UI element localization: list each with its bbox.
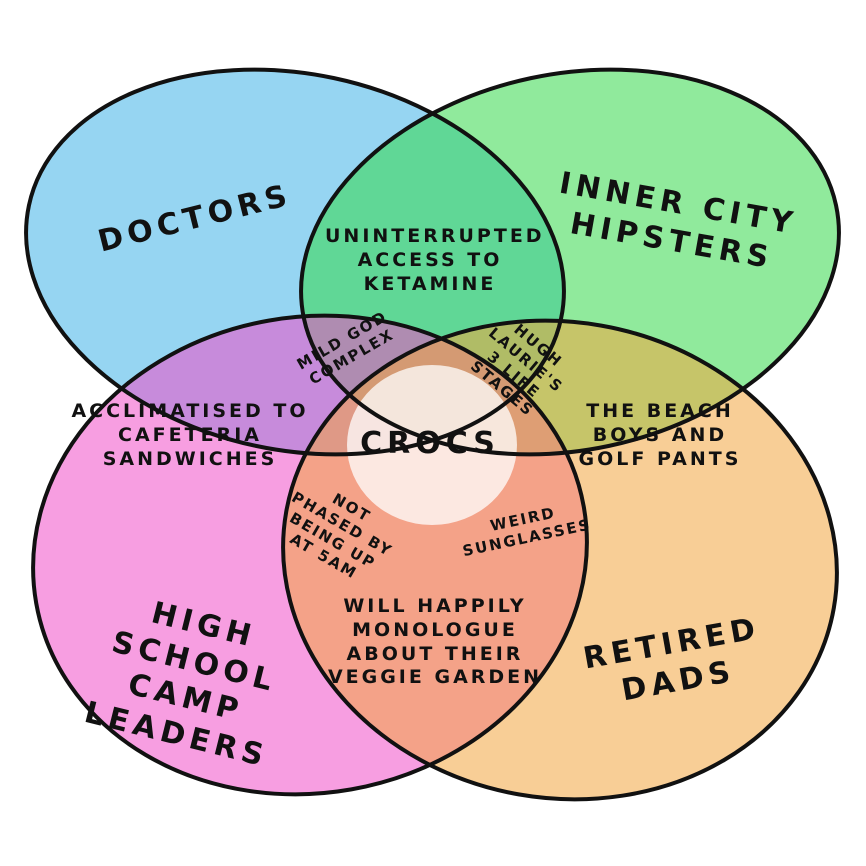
label-veggie-garden: Will happily monologue about their veggi… — [327, 595, 543, 689]
label-ketamine: Uninterrupted access to ketamine — [325, 225, 545, 295]
set-retired-dads-outline — [281, 318, 839, 802]
label-cafeteria-sandwiches: Acclimatised to cafeteria sandwiches — [71, 400, 309, 470]
set-camp-leaders-outline — [31, 313, 589, 797]
set-hipsters-outline — [299, 67, 841, 457]
crocs-center-highlight — [347, 365, 517, 525]
label-crocs: Crocs — [360, 426, 500, 461]
set-doctors-outline — [24, 67, 566, 457]
label-beach-boys: The Beach Boys and golf pants — [578, 400, 742, 470]
